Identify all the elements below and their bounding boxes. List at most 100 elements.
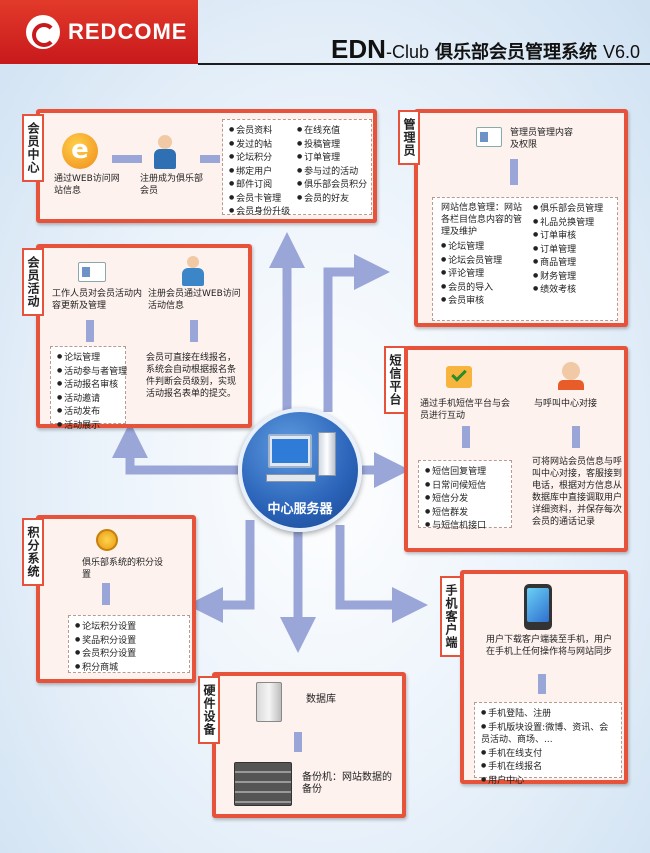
list-item: 俱乐部会员管理 (533, 202, 603, 216)
list-item: 积分商城 (75, 661, 183, 675)
list-item: 投稿管理 (297, 138, 367, 152)
list-item: 会员卡管理 (229, 192, 290, 206)
center-server: 中心服务器 (238, 408, 362, 532)
hardware-backup: 备份机：网站数据的备份 (302, 772, 392, 795)
arrow-down-icon (190, 320, 198, 342)
list-item: 财务管理 (533, 270, 603, 284)
id-card-icon (78, 262, 106, 282)
computer-icon (268, 434, 312, 468)
arrow-to-admin (323, 254, 390, 412)
points-feature-box: 论坛积分设置 奖品积分设置 会员积分设置 积分商城 (68, 615, 190, 673)
tab-mobile: 手机客户端 (440, 576, 462, 657)
tab-member-center: 会员中心 (22, 114, 44, 182)
member-step2: 注册成为俱乐部会员 (140, 174, 204, 196)
list-item: 活动展示 (57, 419, 119, 433)
list-item: 短信回复管理 (425, 465, 505, 479)
sms-feature-box: 短信回复管理 日常问候短信 短信分发 短信群发 与短信机接口 (418, 460, 512, 531)
tab-member-activity: 会员活动 (22, 248, 44, 316)
list-item: 俱乐部会员积分 (297, 178, 367, 192)
list-item: 短信分发 (425, 492, 505, 506)
panel-member-activity: 工作人员对会员活动内容更新及管理 注册会员通过WEB访问活动信息 论坛管理 活动… (36, 244, 252, 431)
brand-logo-bar: REDCOME (0, 0, 198, 64)
panel-member-center: e 通过WEB访问网站信息 注册成为俱乐部会员 会员资料 发过的帖 论坛积分 绑… (36, 109, 377, 223)
activity-step2: 注册会员通过WEB访问活动信息 (148, 289, 241, 311)
arrow-down-icon (102, 583, 110, 605)
arrow-down-icon (462, 426, 470, 448)
arrow-down-icon (510, 159, 518, 185)
title-cn: 俱乐部会员管理系统 (434, 42, 597, 63)
list-item: 论坛管理 (441, 240, 502, 254)
id-card-icon (476, 127, 502, 147)
activity-feature-box: 论坛管理 活动参与者管理 活动报名审核 活动邀请 活动发布 活动展示 (50, 346, 127, 431)
list-item: 发过的帖 (229, 138, 290, 152)
tab-points: 积分系统 (22, 518, 44, 586)
title-version: V6.0 (602, 42, 640, 62)
list-item: 活动发布 (57, 405, 119, 419)
sms-step2: 与呼叫中心对接 (534, 399, 598, 409)
server-tower-icon (256, 682, 282, 722)
list-item: 活动邀请 (57, 392, 119, 406)
list-item: 邮件订阅 (229, 178, 290, 192)
list-item: 与短信机接口 (425, 519, 505, 533)
sms-check-icon (446, 366, 472, 388)
tower-icon (318, 432, 336, 476)
list-item: 手机登陆、注册 (481, 707, 615, 721)
sms-step1: 通过手机短信平台与会员进行互动 (420, 399, 511, 421)
list-item: 论坛积分 (229, 151, 290, 165)
tab-hardware: 硬件设备 (198, 676, 220, 744)
list-item: 会员资料 (229, 124, 290, 138)
panel-admin: 管理员管理内容及权限 网站信息管理：网站各栏目信息内容的管理及维护 论坛管理 论… (414, 109, 628, 327)
arrow-down-icon (86, 320, 94, 342)
title-edn: EDN (331, 34, 386, 64)
list-item: 在线充值 (297, 124, 367, 138)
title-club: -Club (385, 42, 429, 62)
brand-name: REDCOME (68, 19, 188, 44)
list-item: 手机在线支付 (481, 747, 615, 761)
tab-admin: 管理员 (398, 110, 420, 165)
activity-step1: 工作人员对会员活动内容更新及管理 (52, 289, 143, 311)
list-item: 礼品兑换管理 (533, 216, 603, 230)
list-item: 会员的导入 (441, 281, 502, 295)
arrow-down-icon (294, 732, 302, 752)
arrow-down-icon (572, 426, 580, 448)
list-item: 参与过的活动 (297, 165, 367, 179)
list-item: 活动参与者管理 (57, 365, 127, 379)
list-item: 论坛管理 (57, 351, 119, 365)
activity-desc: 会员可直接在线报名，系统会自动根据报名条件判断会员级别，实现活动报名表单的提交。 (146, 353, 237, 399)
smartphone-icon (524, 584, 552, 630)
list-item: 订单管理 (297, 151, 367, 165)
user-icon (182, 256, 204, 286)
panel-mobile: 用户下载客户端装至手机，用户在手机上任何操作将与网站同步 手机登陆、注册 手机版… (460, 570, 628, 786)
list-item: 商品管理 (533, 256, 603, 270)
mobile-feature-box: 手机登陆、注册 手机版块设置:微博、资讯、会员活动、商场、... 手机在线支付 … (474, 702, 622, 786)
admin-top: 管理员管理内容及权限 (510, 128, 574, 150)
title-divider (198, 63, 650, 65)
points-step1: 俱乐部系统的积分设置 (82, 558, 164, 580)
list-item: 会员的好友 (297, 192, 367, 206)
list-item: 绑定用户 (229, 165, 290, 179)
panel-points: 俱乐部系统的积分设置 论坛积分设置 奖品积分设置 会员积分设置 积分商城 (36, 515, 196, 683)
arrow-right-icon (112, 155, 142, 163)
list-item: 会员积分设置 (75, 647, 183, 661)
list-item: 订单管理 (533, 243, 603, 257)
server-rack-icon (234, 762, 292, 806)
panel-sms: 通过手机短信平台与会员进行互动 与呼叫中心对接 短信回复管理 日常问候短信 短信… (404, 346, 628, 552)
coin-hand-icon (96, 529, 118, 551)
list-item: 论坛会员管理 (441, 254, 502, 268)
mobile-step1: 用户下载客户端装至手机，用户在手机上任何操作将与网站同步 (486, 635, 613, 657)
list-item: 绩效考核 (533, 283, 603, 297)
list-item: 短信群发 (425, 506, 505, 520)
arrow-to-points (187, 520, 255, 623)
member-step1: 通过WEB访问网站信息 (54, 174, 120, 196)
redcome-logo-icon (26, 15, 60, 49)
user-icon (154, 135, 176, 169)
call-center-icon (558, 362, 584, 390)
list-item: 评论管理 (441, 267, 502, 281)
arrow-to-mobile (335, 525, 428, 623)
hardware-db: 数据库 (306, 694, 336, 705)
list-item: 奖品积分设置 (75, 634, 183, 648)
list-item: 会员审核 (441, 294, 502, 308)
keyboard-icon (266, 474, 316, 482)
arrow-right-icon (200, 155, 220, 163)
